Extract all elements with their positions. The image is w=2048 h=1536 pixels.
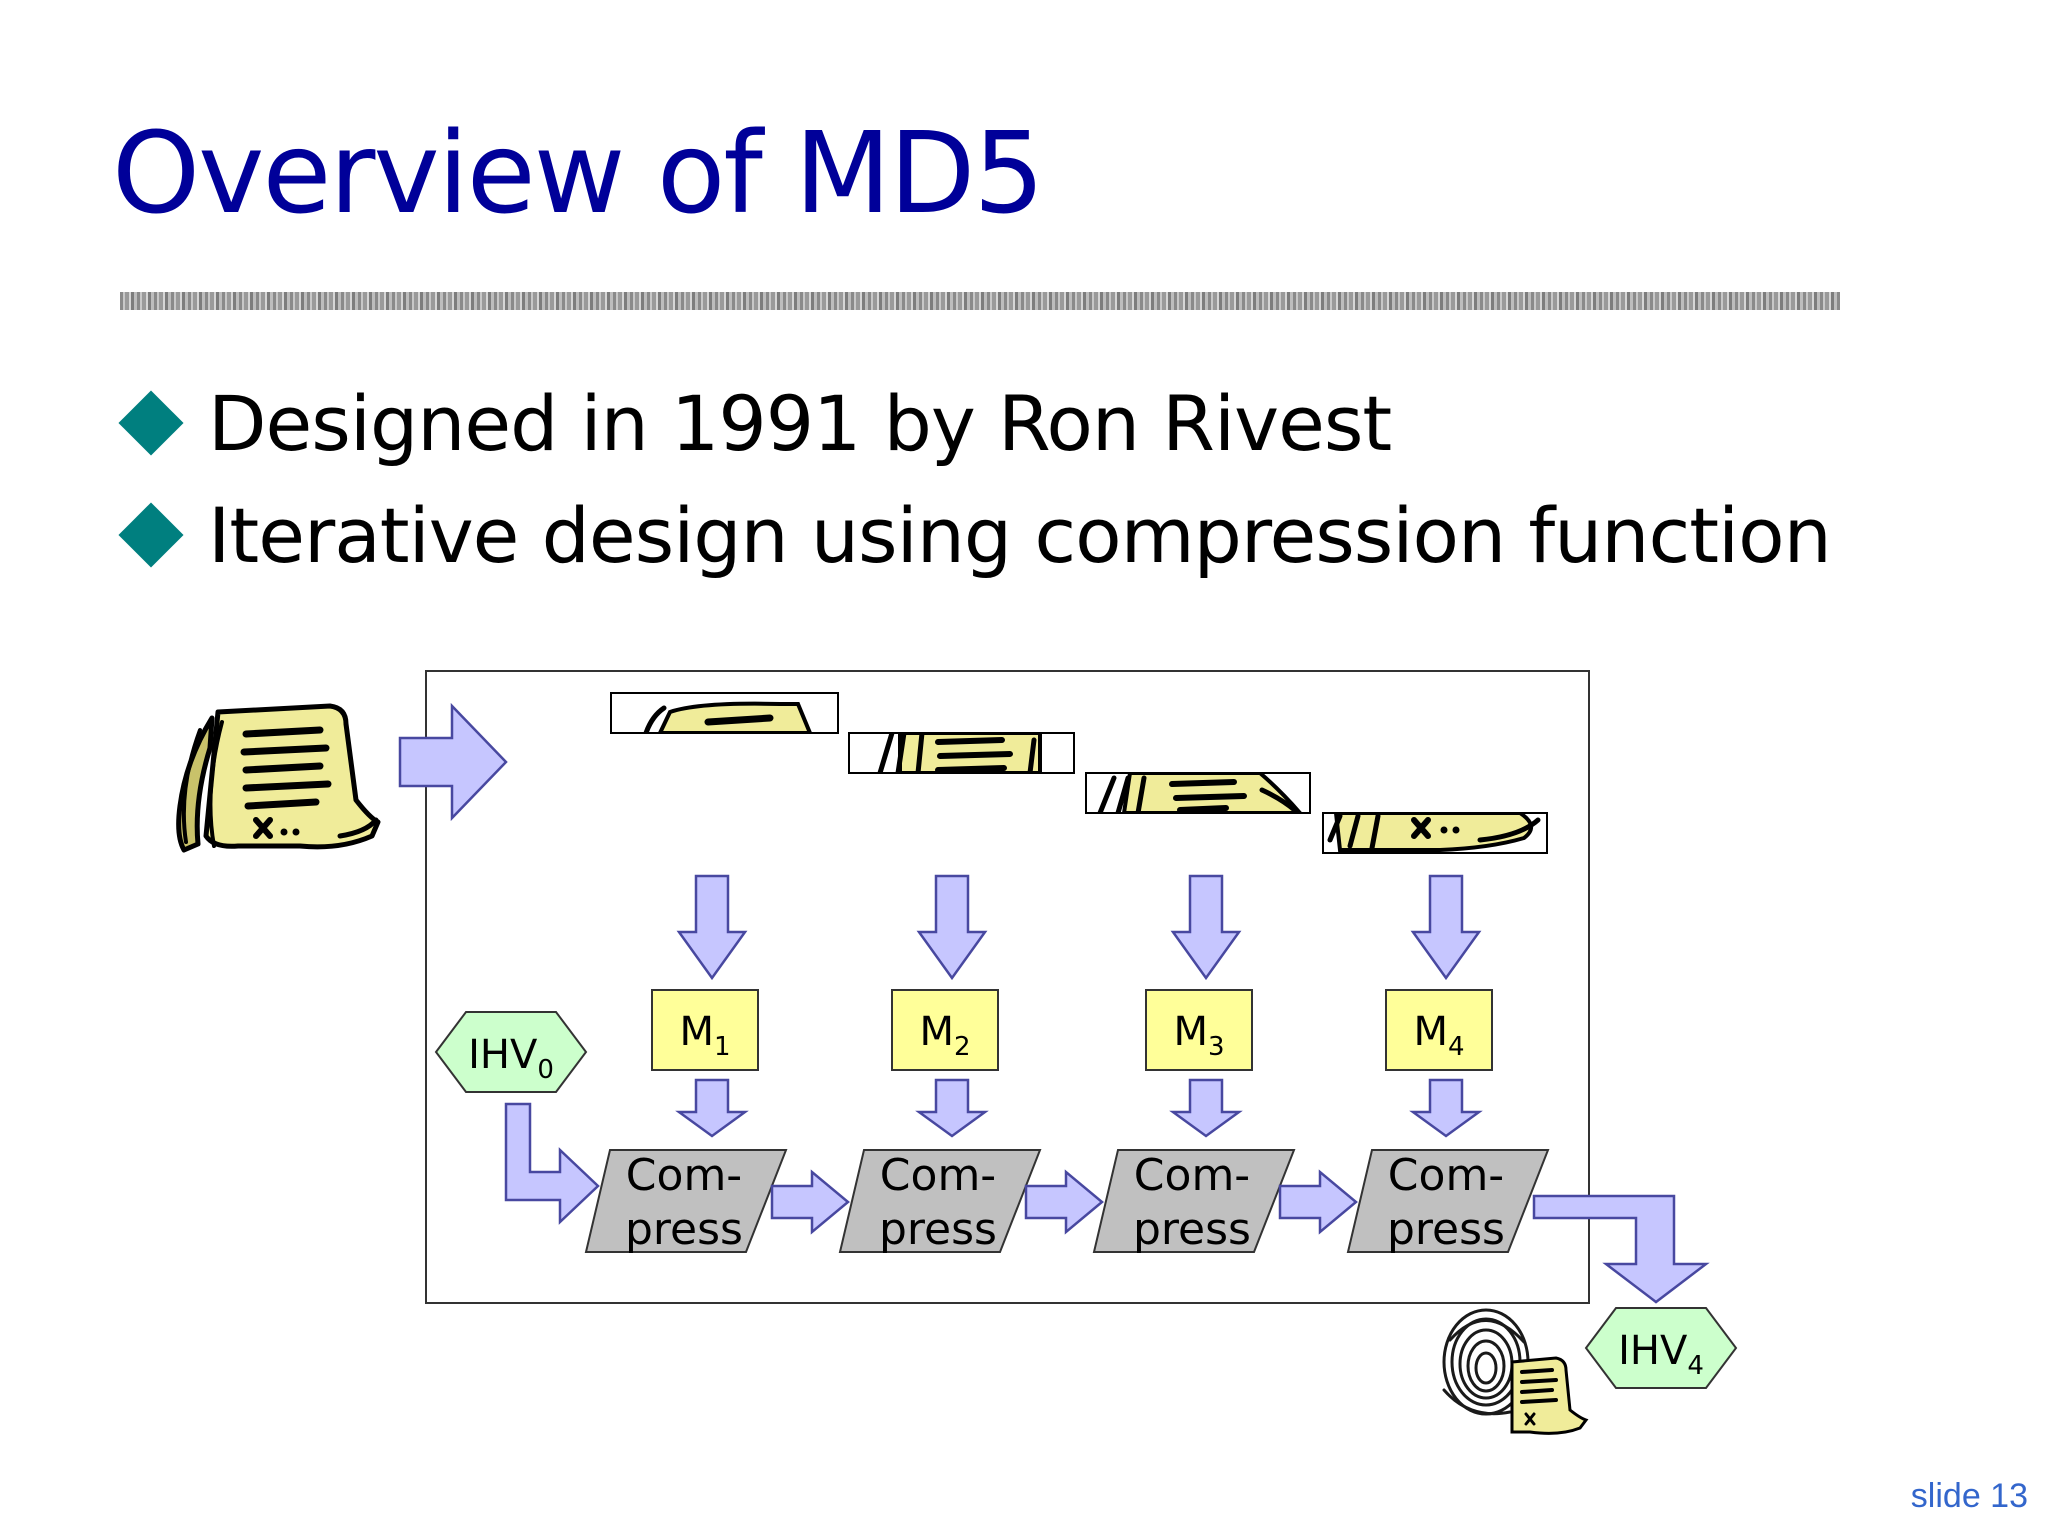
title-divider: [120, 292, 1840, 310]
svg-text:M3: M3: [1173, 1009, 1224, 1062]
message-block-m1: M1: [651, 989, 759, 1071]
chain-arrow-1: [770, 1169, 850, 1235]
down-arrow-m3: [1169, 1078, 1243, 1138]
compress-step-1: Com- press: [584, 1149, 788, 1255]
ihv-start: IHV0: [434, 1011, 588, 1093]
compress-step-2: Com- press: [838, 1149, 1042, 1255]
down-arrow-m1: [675, 1078, 749, 1138]
svg-text:M1: M1: [679, 1009, 730, 1062]
down-arrow-slice-3: [1170, 874, 1242, 981]
svg-text:IHV4: IHV4: [1618, 1328, 1704, 1381]
svg-text:M2: M2: [919, 1009, 970, 1062]
message-block-m2: M2: [891, 989, 999, 1071]
down-arrow-m2: [915, 1078, 989, 1138]
slide-title: Overview of MD5: [112, 109, 1045, 239]
fingerprint-document-icon: [1442, 1308, 1589, 1435]
input-arrow: [398, 702, 508, 822]
svg-text:Com-: Com-: [1134, 1150, 1250, 1201]
down-arrow-slice-2: [916, 874, 988, 981]
ihv-start-arrow: [504, 1102, 600, 1225]
bullet-2-text: Iterative design using compression funct…: [208, 490, 1832, 580]
down-arrow-slice-4: [1410, 874, 1482, 981]
compress-step-4: Com- press: [1346, 1149, 1550, 1255]
chain-arrow-3: [1278, 1169, 1358, 1235]
compress-step-3: Com- press: [1092, 1149, 1296, 1255]
document-scroll-icon: [176, 703, 381, 853]
bullet-1: Designed in 1991 by Ron Rivest: [118, 378, 1392, 468]
ihv-end: IHV4: [1584, 1307, 1738, 1389]
message-slice-3: [1085, 772, 1311, 814]
message-slice-2: [848, 732, 1075, 774]
down-arrow-slice-1: [676, 874, 748, 981]
svg-text:M4: M4: [1413, 1009, 1464, 1062]
bullet-1-text: Designed in 1991 by Ron Rivest: [208, 378, 1392, 468]
svg-text:press: press: [625, 1204, 743, 1255]
down-arrow-m4: [1409, 1078, 1483, 1138]
svg-text:Com-: Com-: [626, 1150, 742, 1201]
message-slice-4: [1322, 812, 1548, 854]
svg-text:press: press: [879, 1204, 997, 1255]
svg-text:press: press: [1387, 1204, 1505, 1255]
output-arrow: [1532, 1194, 1710, 1304]
bullet-2: Iterative design using compression funct…: [118, 490, 1832, 580]
message-block-m3: M3: [1145, 989, 1253, 1071]
slide-number: slide 13: [1910, 1477, 2028, 1515]
svg-text:Com-: Com-: [880, 1150, 996, 1201]
svg-text:press: press: [1133, 1204, 1251, 1255]
message-block-m4: M4: [1385, 989, 1493, 1071]
chain-arrow-2: [1024, 1169, 1104, 1235]
message-slice-1: [610, 692, 839, 734]
svg-text:Com-: Com-: [1388, 1150, 1504, 1201]
svg-text:IHV0: IHV0: [468, 1032, 554, 1085]
